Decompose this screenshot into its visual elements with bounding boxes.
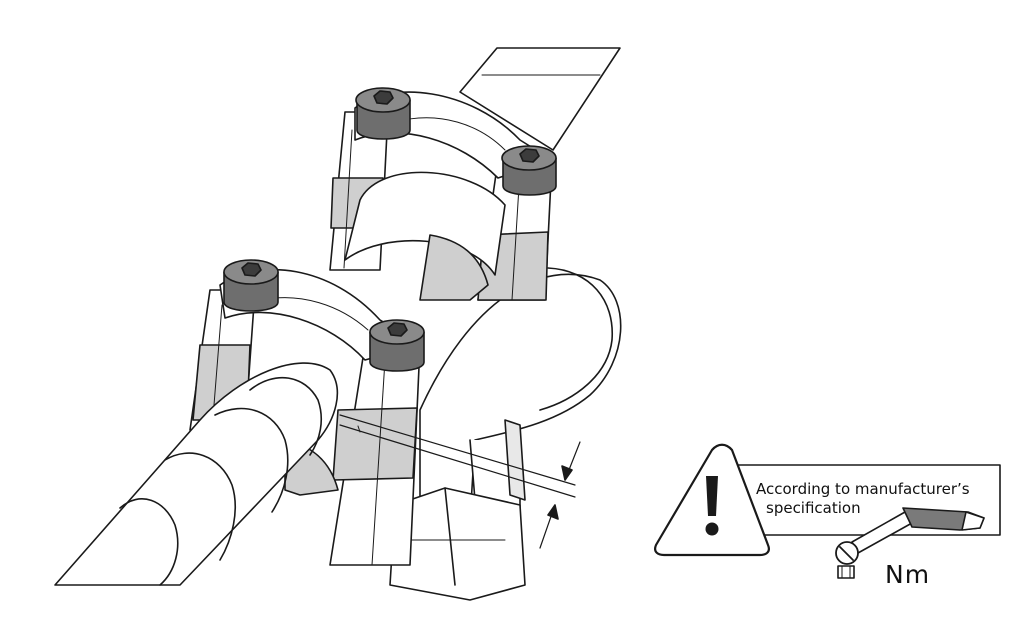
bolt-front-left xyxy=(223,259,279,312)
notice-line-1: According to manufacturer’s xyxy=(756,480,970,498)
notice-callout xyxy=(654,443,1001,579)
handlebar-upper-tube xyxy=(459,47,621,151)
gap-measure-arrows xyxy=(539,441,581,549)
warning-triangle-icon xyxy=(654,443,770,557)
bolt-front-right xyxy=(369,319,425,372)
notice-text: According to manufacturer’s specificatio… xyxy=(756,480,996,518)
torque-unit-label: Nm xyxy=(885,560,931,589)
stem-nut xyxy=(389,487,526,601)
bolt-rear-right xyxy=(501,145,557,196)
notice-line-2: specification xyxy=(766,499,861,517)
handlebar-main-tube xyxy=(54,362,339,586)
bolt-rear-left xyxy=(355,87,411,140)
torque-wrench-icon xyxy=(835,507,985,579)
